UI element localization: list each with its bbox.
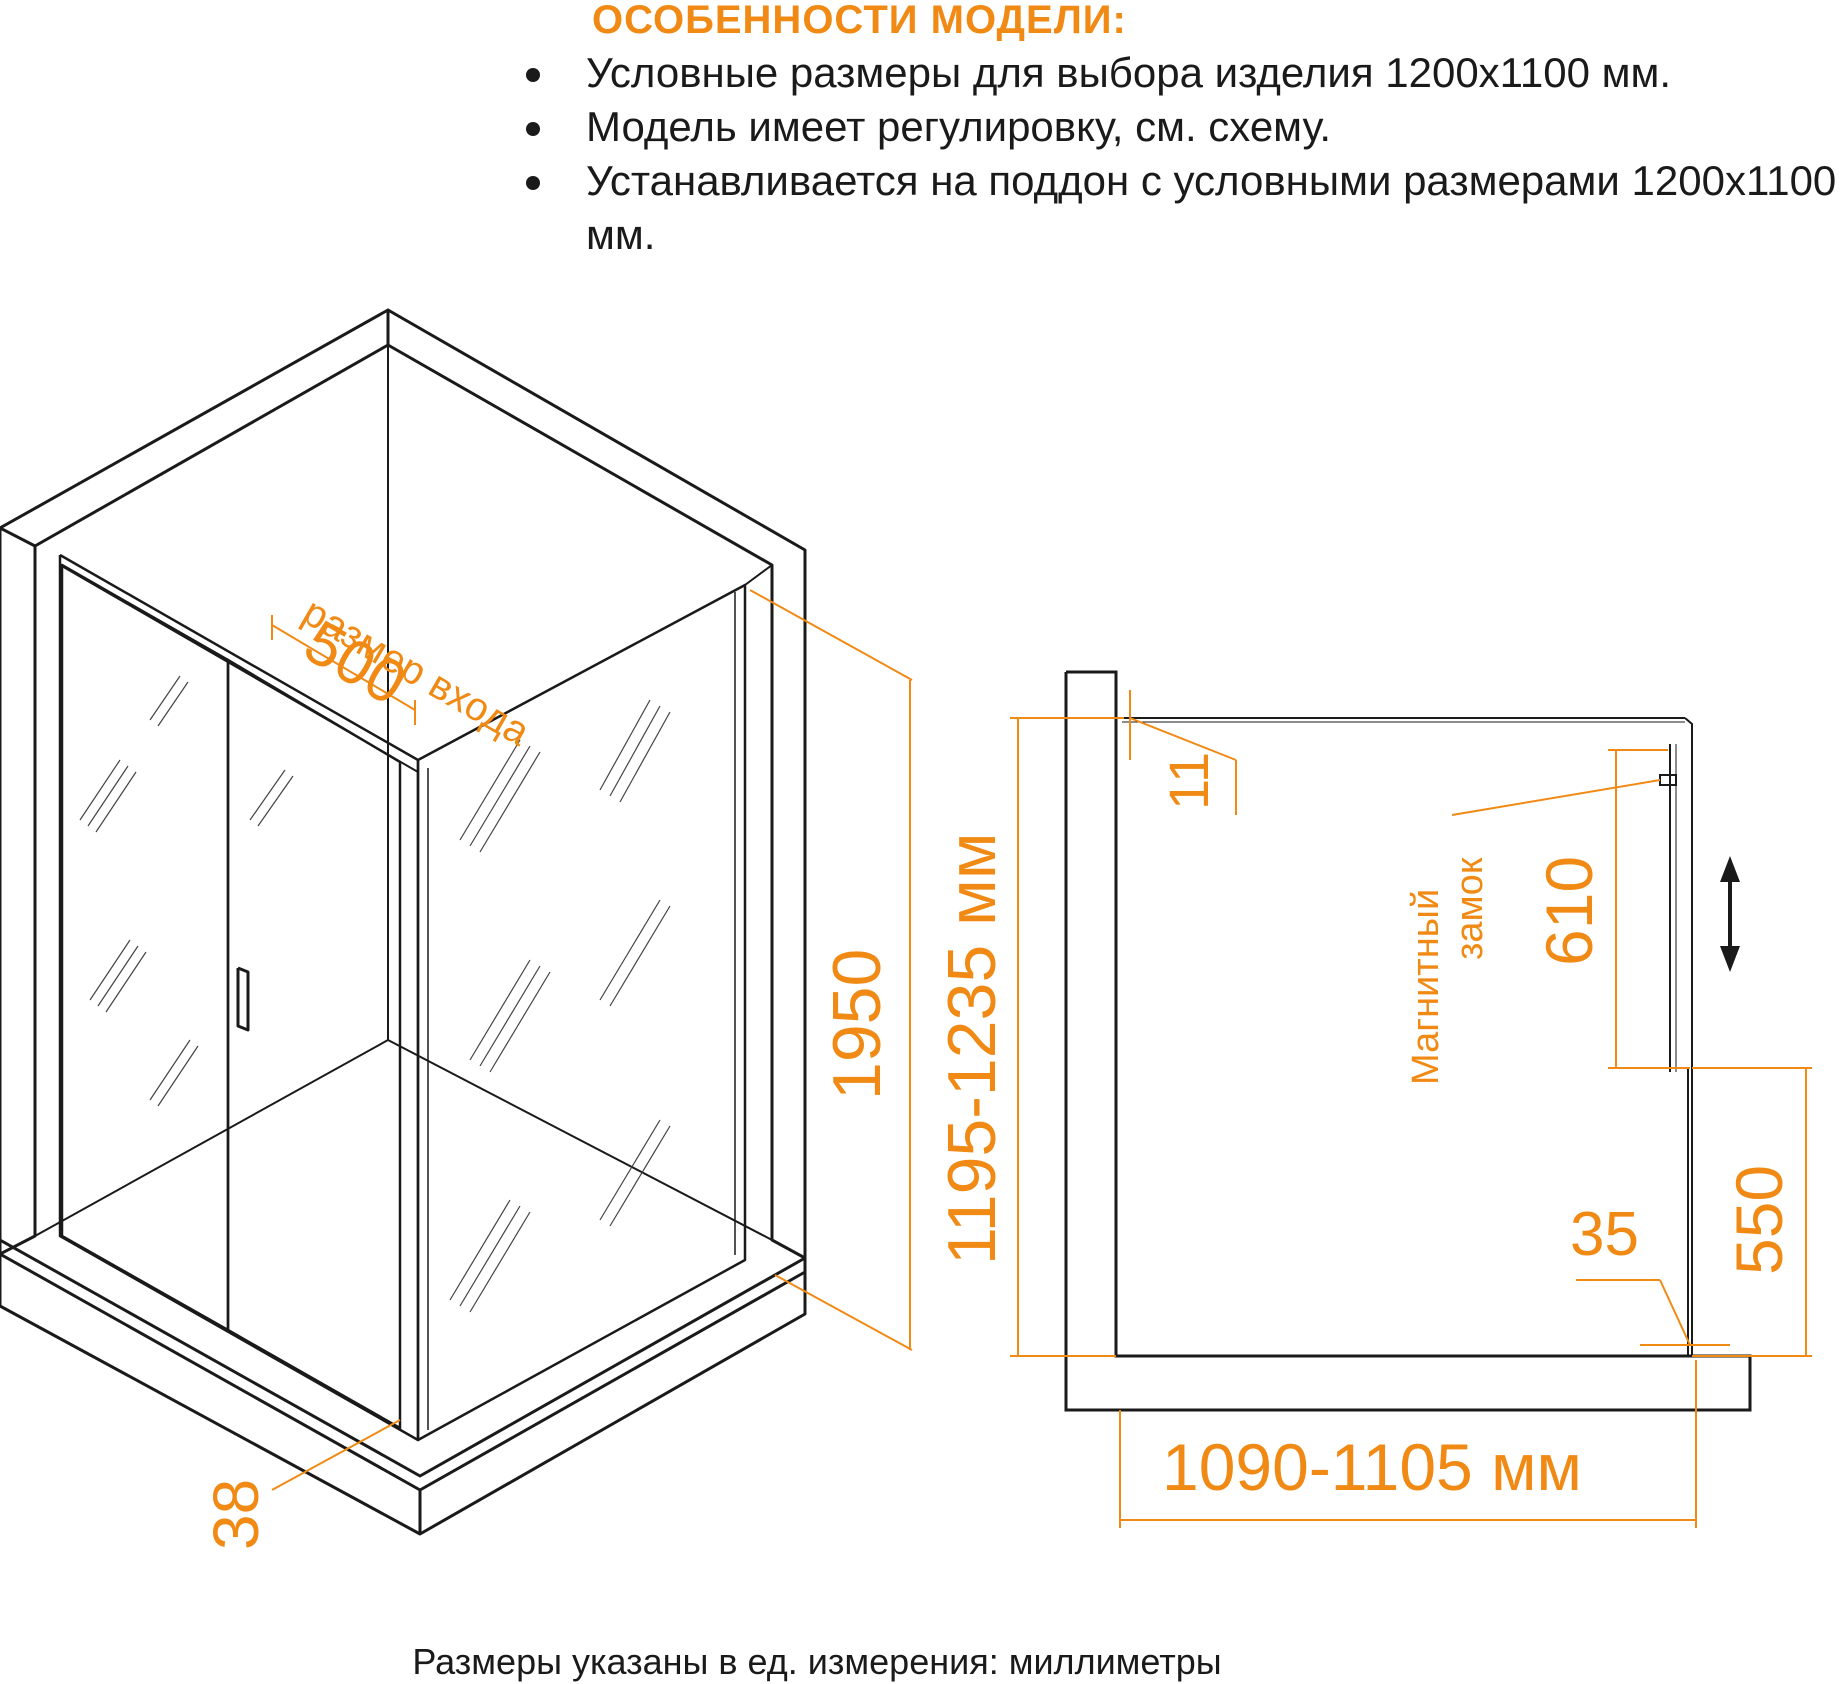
isometric-view [0, 308, 807, 1536]
front-fixed-panel [60, 563, 230, 1332]
feature-item: Условные размеры для выбора изделия 1200… [520, 46, 1840, 100]
magnet-label-line1: Магнитный [1405, 889, 1447, 1085]
features-list: Условные размеры для выбора изделия 1200… [520, 46, 1840, 262]
height-value: 1950 [819, 949, 895, 1100]
footer-note: Размеры указаны в ед. измерения: миллиме… [412, 1641, 1222, 1682]
offset-value: 35 [1570, 1200, 1639, 1269]
wall-outline-left [0, 308, 390, 1256]
plan-dimensions [1010, 690, 1812, 1528]
door-handle-icon [236, 966, 250, 1032]
magnet-leader [1451, 779, 1661, 816]
tray-base [0, 1238, 807, 1492]
floor-line-right [387, 1039, 773, 1241]
plan-side-corner [1684, 717, 1693, 1356]
side-panel [416, 583, 747, 1442]
tray-front [0, 1254, 807, 1536]
door-span-value: 610 [1532, 856, 1606, 966]
arrow-down-icon [1720, 946, 1740, 972]
adjust-width-value: 1195-1235 мм [934, 832, 1010, 1265]
magnet-label-line2: замок [1449, 857, 1491, 960]
magnet-lock-icon [1659, 774, 1677, 786]
feature-item: Модель имеет регулировку, см. схему. [520, 100, 1840, 154]
front-door-panel [226, 658, 402, 1430]
wall-outline-right [387, 308, 807, 1260]
glass-hatching [79, 675, 671, 1313]
dim-depth-line [271, 1419, 401, 1491]
top-rail [59, 564, 419, 773]
panel-width-value: 550 [1722, 1165, 1796, 1275]
features-title: ОСОБЕННОСТИ МОДЕЛИ: [592, 0, 1127, 42]
floor-line-left [34, 1039, 389, 1237]
feature-item: Устанавливается на поддон с условными ра… [520, 154, 1840, 262]
profile-depth-value: 38 [200, 1479, 272, 1550]
iso-dimensions [271, 589, 913, 1491]
gap-top-value: 11 [1157, 752, 1220, 810]
depth-range-value: 1090-1105 мм [1162, 1430, 1582, 1504]
dim-entrance-line [271, 624, 416, 711]
wall-top-edge [0, 526, 36, 548]
arrow-up-icon [1720, 856, 1740, 882]
wall-inner-edge [744, 564, 773, 586]
features-block: ОСОБЕННОСТИ МОДЕЛИ: Условные размеры для… [520, 0, 1840, 262]
